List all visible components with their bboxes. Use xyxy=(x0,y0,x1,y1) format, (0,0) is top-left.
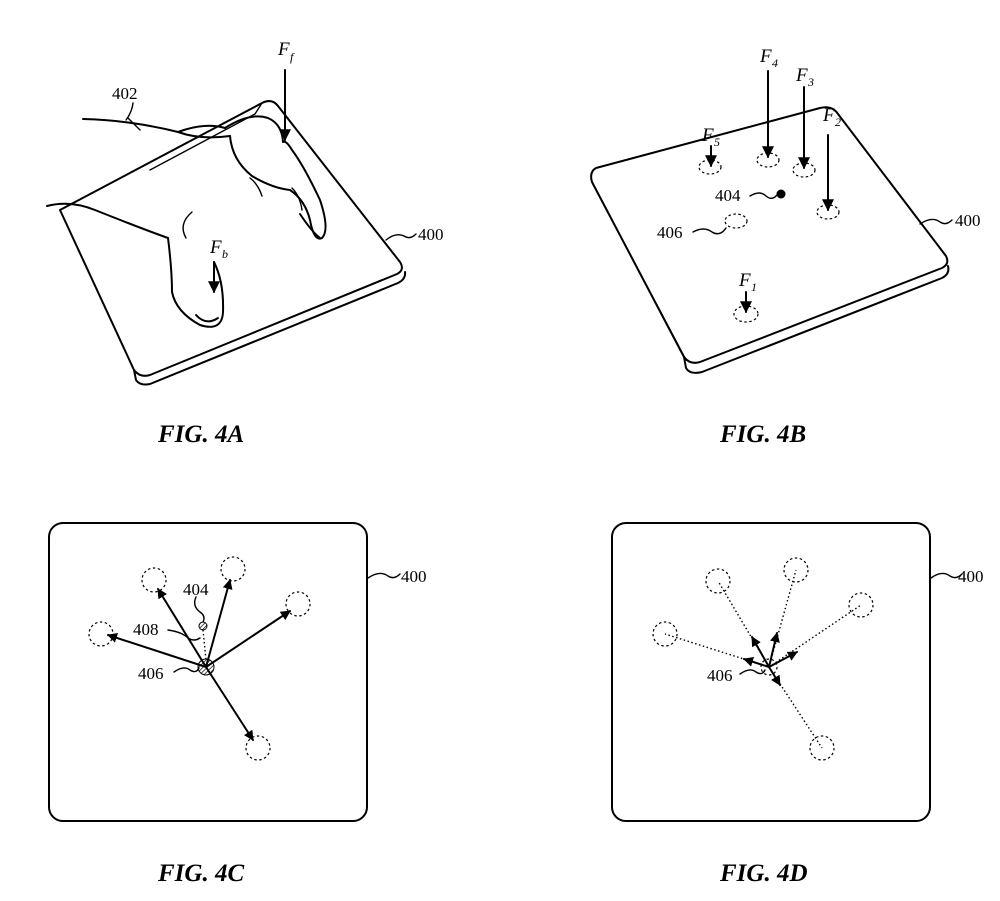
svg-text:F: F xyxy=(795,65,808,86)
trackpad-400-top-view xyxy=(611,522,931,822)
ref-406-label-b: 406 xyxy=(657,223,683,242)
svg-text:F: F xyxy=(822,105,835,126)
ref-402-label: 402 xyxy=(112,84,138,103)
ref-400-label-a: 400 xyxy=(418,225,444,244)
origin-406-circle xyxy=(760,658,778,676)
leader-400-a xyxy=(385,233,417,241)
ref-400-label-b: 400 xyxy=(955,211,981,230)
caption-fig-4b: FIG. 4B xyxy=(719,421,806,448)
svg-text:5: 5 xyxy=(714,135,720,149)
contact-f5 xyxy=(698,159,722,175)
figure-4d: 406 400 FIG. 4D xyxy=(611,522,984,887)
svg-text:1: 1 xyxy=(751,280,757,294)
svg-text:3: 3 xyxy=(807,75,814,89)
figure-4b: F 5 F 4 F 3 F 2 F 1 404 406 400 FIG. 4B xyxy=(590,46,981,448)
leader-408-c xyxy=(167,629,201,641)
contact-f3 xyxy=(792,162,816,178)
trackpad-400-perspective xyxy=(59,100,407,386)
force-f1-label: F 1 xyxy=(738,270,757,294)
svg-text:F: F xyxy=(209,237,222,258)
vector-408 xyxy=(202,629,207,661)
touch-circles xyxy=(652,557,874,761)
centroid-404-hatched xyxy=(198,621,208,631)
contact-406 xyxy=(724,213,748,229)
svg-text:4: 4 xyxy=(772,56,778,70)
svg-text:F: F xyxy=(759,46,772,67)
force-f2-label: F 2 xyxy=(822,105,841,129)
contact-f4 xyxy=(756,152,780,168)
centroid-404-dot xyxy=(776,189,786,199)
leader-400-b xyxy=(919,218,953,225)
force-f3-label: F 3 xyxy=(795,65,814,89)
leader-400-d xyxy=(930,572,963,579)
leader-406-c xyxy=(173,667,200,673)
svg-text:F: F xyxy=(277,39,290,60)
figure-4c: 404 408 406 400 FIG. 4C xyxy=(48,522,427,887)
ref-408-label-c: 408 xyxy=(133,620,159,639)
ref-406-label-d: 406 xyxy=(707,666,733,685)
leader-404-c xyxy=(193,596,205,623)
figure-4a: 402 F f F b 400 FIG. 4A xyxy=(46,39,444,448)
leader-402 xyxy=(125,102,134,121)
ref-404-label-b: 404 xyxy=(715,186,741,205)
caption-fig-4d: FIG. 4D xyxy=(719,860,808,887)
contact-f2 xyxy=(816,204,840,220)
leader-400-c xyxy=(367,572,401,579)
short-force-vectors xyxy=(743,632,798,686)
force-fb-label: F b xyxy=(209,237,228,261)
contact-points xyxy=(698,152,840,323)
svg-text:F: F xyxy=(738,270,751,291)
ref-404-label-c: 404 xyxy=(183,580,209,599)
hand-402 xyxy=(46,115,327,328)
force-f4-label: F 4 xyxy=(759,46,778,70)
touch-circles xyxy=(88,556,311,761)
ref-406-label-c: 406 xyxy=(138,664,164,683)
origin-406-hatched xyxy=(197,658,215,676)
svg-text:F: F xyxy=(701,125,714,146)
caption-fig-4a: FIG. 4A xyxy=(157,421,244,448)
dotted-connectors xyxy=(664,569,862,749)
force-ff-label: F f xyxy=(277,39,295,64)
trackpad-400-top-view xyxy=(48,522,368,822)
caption-fig-4c: FIG. 4C xyxy=(157,860,244,887)
svg-text:2: 2 xyxy=(835,115,841,129)
force-vectors xyxy=(107,579,291,741)
leader-406-b xyxy=(692,227,727,235)
trackpad-400-perspective xyxy=(590,106,950,374)
svg-text:f: f xyxy=(290,50,295,64)
ref-400-label-d: 400 xyxy=(958,567,984,586)
svg-text:b: b xyxy=(222,247,228,261)
ref-400-label-c: 400 xyxy=(401,567,427,586)
leader-404-b xyxy=(749,192,778,199)
force-f5-label: F 5 xyxy=(701,125,720,149)
leader-406-d xyxy=(739,669,766,675)
